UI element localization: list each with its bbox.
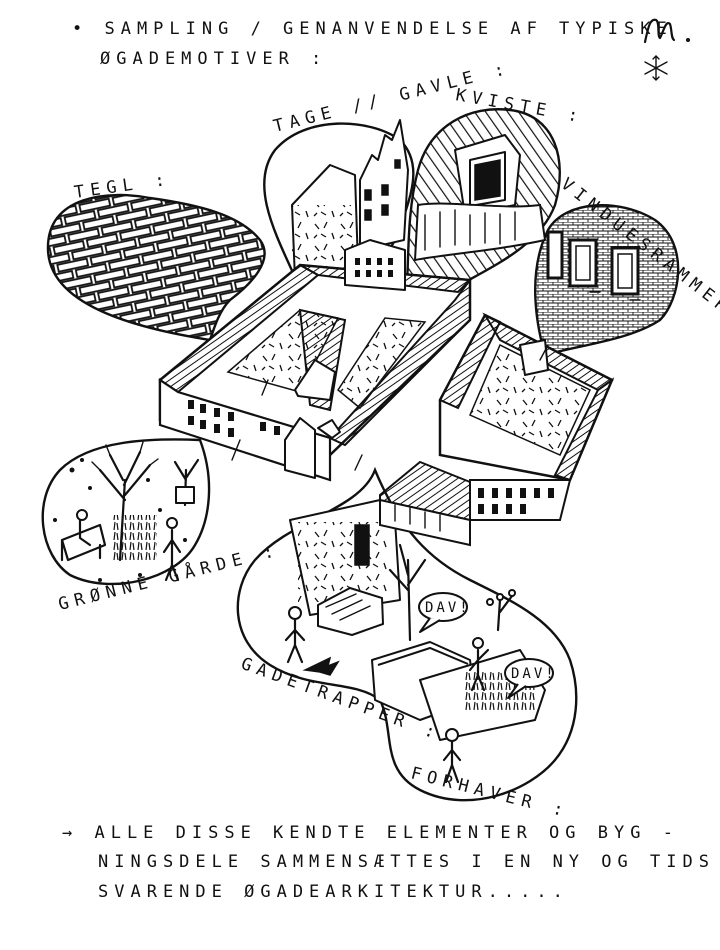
snowflake-icon <box>644 55 668 81</box>
bubble-connectors <box>231 344 549 471</box>
signature-mark: M. <box>643 13 690 44</box>
footer-line-2: NINGSDELE SAMMENSÆTTES I EN NY OG TIDS - <box>98 852 720 872</box>
dav-speech-bubble-1: DAV! <box>418 592 471 633</box>
street-drawing <box>284 499 546 784</box>
dav-speech-bubble-2: DAV! <box>504 658 557 699</box>
gronne-garde-bubble <box>41 438 211 586</box>
footer-line-3: SVARENDE ØGADEARKITEKTUR..... <box>98 882 569 902</box>
title-line-1: • SAMPLING / GENANVENDELSE AF TYPISKE <box>72 19 673 39</box>
green-courtyard-drawing <box>53 441 200 582</box>
right-building-block <box>379 312 615 547</box>
signature-text: M. <box>660 13 662 15</box>
left-building-block <box>158 239 473 482</box>
dormer-drawing <box>413 134 547 262</box>
footer-line-1: → ALLE DISSE KENDTE ELEMENTER OG BYG - <box>62 823 679 843</box>
title-line-2: ØGADEMOTIVER : <box>100 49 327 69</box>
brick-texture <box>47 194 265 340</box>
dav-text-1: DAV! <box>425 600 471 616</box>
window-frames-drawing <box>546 230 641 301</box>
dav-text-2: DAV! <box>511 666 557 682</box>
